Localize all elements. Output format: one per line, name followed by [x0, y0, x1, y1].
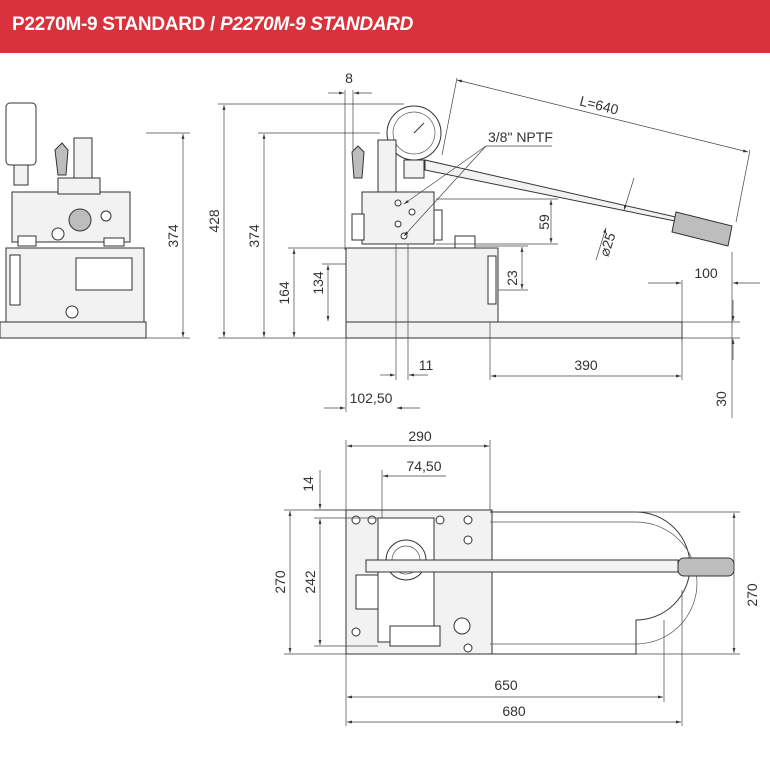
dim-label-102-50: 102,50	[350, 390, 393, 406]
oil-filler-cap	[454, 235, 476, 249]
dim-label-390: 390	[574, 357, 598, 373]
dim-label-428: 428	[206, 209, 222, 233]
header-bar: P2270M-9 STANDARD / P2270M-9 STANDARD	[0, 0, 770, 53]
dim-label-640: L=640	[578, 93, 620, 118]
dim-front-374: 374	[146, 132, 190, 339]
page-title: P2270M-9 STANDARD / P2270M-9 STANDARD	[12, 14, 413, 36]
dim-428: 428	[206, 103, 404, 339]
side-view	[345, 105, 733, 339]
base-plate-side	[345, 321, 683, 339]
dim-label-8: 8	[345, 70, 353, 86]
gauge-body-side	[5, 102, 37, 166]
dim-label-25: ⌀25	[596, 230, 619, 258]
dim-30: 30	[682, 300, 740, 407]
valve-handle-icon	[68, 208, 92, 232]
lever-grip-top-icon	[677, 557, 735, 577]
dim-label-11: 11	[419, 357, 434, 373]
dim-label-30: 30	[713, 391, 729, 407]
lever-grip-icon	[671, 211, 733, 247]
dim-label-270-left: 270	[272, 570, 288, 594]
title-separator: /	[205, 14, 220, 35]
dim-label-374-side: 374	[246, 224, 262, 248]
filler-cap-top-icon	[453, 617, 471, 635]
name-plate	[75, 257, 133, 291]
dim-242: 242	[302, 519, 378, 647]
dim-label-164: 164	[276, 281, 292, 305]
dim-100: 100	[648, 252, 760, 418]
lever-top	[365, 559, 679, 573]
dim-23: 23	[476, 245, 528, 291]
dim-label-374-front: 374	[165, 224, 181, 248]
dim-side-374: 374	[246, 132, 380, 337]
callout-label-nptf: 3/8" NPTF	[488, 129, 553, 145]
dim-label-74-50: 74,50	[406, 458, 441, 474]
dim-label-23: 23	[504, 270, 520, 286]
callout-nptf: 3/8" NPTF	[403, 129, 553, 237]
dim-label-290: 290	[408, 428, 432, 444]
reservoir-side	[345, 247, 499, 323]
title-standard: P2270M-9 STANDARD	[12, 14, 206, 35]
lever-guard-outer	[490, 511, 691, 655]
dim-8: 8	[328, 70, 372, 250]
dim-label-650: 650	[494, 677, 518, 693]
top-view	[345, 509, 735, 655]
dim-290: 290	[345, 428, 491, 510]
dim-270-left: 270	[272, 509, 346, 655]
release-knob-icon	[54, 142, 69, 176]
drain-plug-icon	[65, 305, 79, 319]
dim-390: 390	[489, 322, 683, 380]
dim-label-59: 59	[536, 214, 552, 230]
front-view	[0, 102, 147, 339]
release-knob-side-icon	[351, 145, 365, 179]
dim-270-right: 270	[636, 511, 760, 655]
dim-label-100: 100	[694, 265, 718, 281]
dim-164: 164	[276, 247, 346, 337]
dim-134: 134	[310, 263, 346, 321]
dim-label-134: 134	[310, 271, 326, 295]
lever-guard-inner	[490, 521, 698, 645]
dim-label-14: 14	[300, 476, 316, 492]
dim-74-50: 74,50	[381, 458, 446, 518]
pump-lever	[424, 159, 681, 223]
dim-680: 680	[347, 590, 683, 726]
base-plate-front	[0, 321, 147, 339]
pump-column	[377, 139, 397, 199]
dim-59: 59	[436, 198, 558, 245]
dim-102-50: 102,50	[324, 338, 420, 412]
dim-650: 650	[345, 620, 665, 726]
dim-label-270-right: 270	[744, 583, 760, 607]
title-standard-italic: P2270M-9 STANDARD	[219, 14, 414, 35]
dim-11: 11	[380, 244, 433, 380]
dim-label-242: 242	[302, 570, 318, 594]
dim-25: ⌀25	[595, 177, 635, 261]
dim-label-680: 680	[502, 703, 526, 719]
